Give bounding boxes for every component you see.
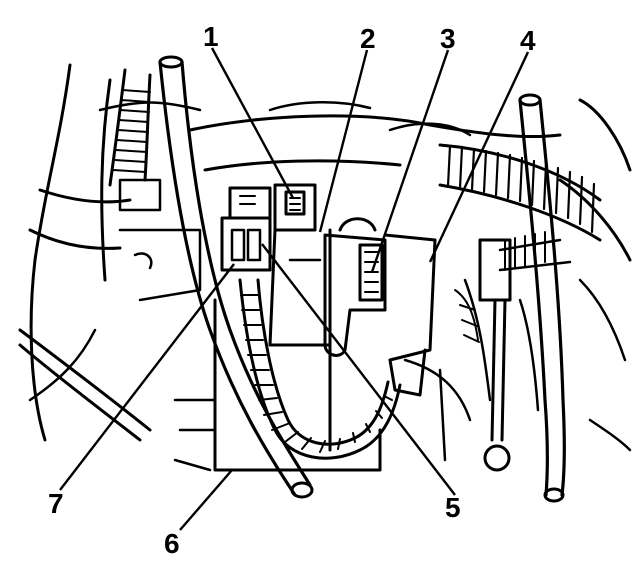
callout-4: 4	[520, 25, 536, 56]
callout-6: 6	[164, 528, 180, 559]
right-vertical-cable	[518, 93, 566, 503]
leader-line-2	[318, 49, 369, 233]
callout-labels: 1 2 3 4 5 6 7	[48, 21, 536, 559]
component-3-connector	[323, 217, 387, 357]
callout-3: 3	[440, 23, 456, 54]
component-7-connector	[220, 186, 272, 272]
leader-line-6	[179, 469, 233, 531]
leader-line-7	[59, 263, 235, 491]
leader-line-4	[428, 51, 530, 263]
callout-1: 1	[203, 21, 219, 52]
callout-7: 7	[48, 488, 64, 519]
leader-line-1	[210, 47, 295, 199]
callout-2: 2	[360, 23, 376, 54]
right-rod-assembly	[454, 231, 572, 472]
leader-lines	[59, 47, 530, 531]
leader-line-3	[370, 49, 450, 273]
leader-line-5	[261, 243, 456, 496]
component-2-bracket	[268, 228, 332, 347]
harness-5-loop	[238, 278, 402, 460]
callout-5: 5	[445, 492, 461, 523]
component-4-housing	[383, 233, 437, 397]
left-corrugated-tube	[108, 68, 152, 187]
component-1-connector	[273, 183, 317, 232]
